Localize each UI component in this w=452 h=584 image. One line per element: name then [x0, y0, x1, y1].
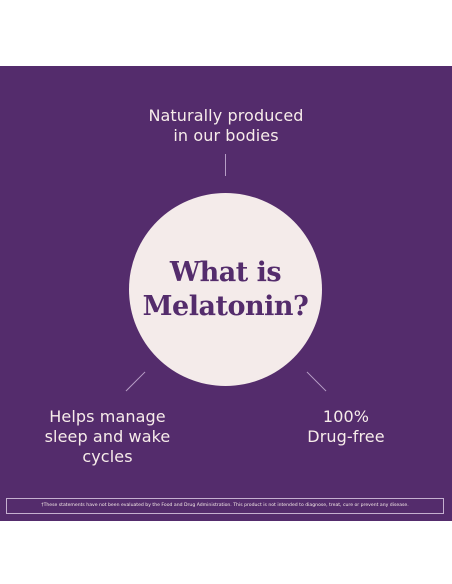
caption-line: Helps manage [49, 407, 166, 426]
caption-drug-free: 100% Drug-free [286, 407, 406, 447]
title-line: What is [169, 256, 282, 288]
caption-line: cycles [82, 447, 133, 466]
caption-sleep-wake: Helps manage sleep and wake cycles [30, 407, 185, 467]
caption-line: Drug-free [307, 427, 385, 446]
caption-line: sleep and wake [44, 427, 171, 446]
connector-line-right [306, 371, 327, 392]
connector-line-left [125, 371, 146, 392]
infographic-panel: Naturally produced in our bodies What is… [0, 66, 452, 521]
page-title: What is Melatonin? [143, 256, 309, 324]
center-circle: What is Melatonin? [129, 193, 322, 386]
fda-disclaimer: †These statements have not been evaluate… [6, 498, 444, 514]
caption-line: 100% [322, 407, 370, 426]
caption-line: in our bodies [173, 126, 279, 145]
title-line: Melatonin? [142, 290, 309, 322]
connector-line-top [225, 154, 226, 176]
caption-naturally-produced: Naturally produced in our bodies [96, 106, 356, 146]
caption-line: Naturally produced [148, 106, 304, 125]
